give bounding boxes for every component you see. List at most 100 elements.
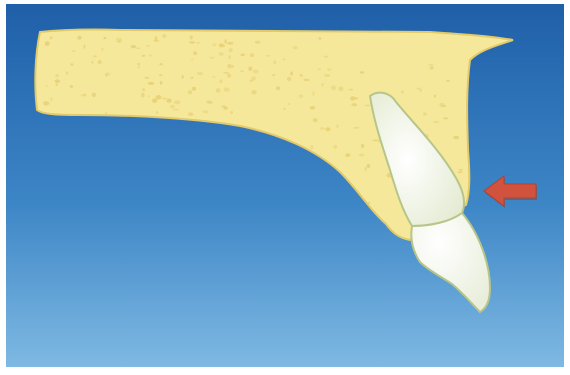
bone-speckle bbox=[227, 42, 233, 45]
bone-speckle bbox=[160, 81, 163, 85]
bone-speckle bbox=[313, 118, 318, 122]
bone-speckle bbox=[105, 112, 107, 116]
bone-speckle bbox=[310, 106, 315, 110]
bone-speckle bbox=[84, 45, 86, 49]
bone-speckle bbox=[145, 77, 150, 79]
bone-speckle bbox=[45, 41, 50, 46]
bone-speckle bbox=[228, 55, 231, 59]
bone-speckle bbox=[359, 154, 365, 157]
bone-speckle bbox=[45, 85, 47, 87]
bone-speckle bbox=[131, 45, 136, 48]
bone-speckle bbox=[322, 83, 324, 86]
bone-speckle bbox=[324, 74, 330, 77]
bone-speckle bbox=[166, 99, 171, 103]
bone-speckle bbox=[331, 86, 336, 91]
bone-speckle bbox=[293, 46, 298, 50]
bone-speckle bbox=[93, 55, 97, 57]
bone-speckle bbox=[219, 52, 224, 56]
bone-speckle bbox=[284, 108, 286, 111]
bone-speckle bbox=[156, 111, 158, 114]
bone-speckle bbox=[324, 56, 329, 58]
bone-speckle bbox=[319, 37, 322, 40]
bone-speckle bbox=[274, 60, 277, 64]
bone-speckle bbox=[203, 110, 209, 113]
bone-speckle bbox=[142, 88, 145, 91]
bone-speckle bbox=[433, 121, 439, 123]
bone-speckle bbox=[446, 80, 450, 82]
bone-speckle bbox=[81, 94, 86, 96]
bone-speckle bbox=[250, 53, 254, 57]
bone-speckle bbox=[300, 74, 303, 77]
bone-speckle bbox=[118, 41, 121, 43]
bone-speckle bbox=[105, 73, 110, 76]
bone-speckle bbox=[251, 76, 255, 81]
bone-speckle bbox=[348, 89, 353, 91]
bone-speckle bbox=[221, 106, 226, 108]
bone-speckle bbox=[72, 50, 75, 52]
bone-speckle bbox=[266, 55, 270, 57]
bone-speckle bbox=[459, 169, 463, 171]
bone-speckle bbox=[188, 90, 192, 94]
bone-speckle bbox=[152, 98, 157, 103]
bone-speckle bbox=[141, 93, 144, 98]
bone-speckle bbox=[240, 54, 245, 57]
bone-speckle bbox=[290, 71, 293, 75]
bone-speckle bbox=[303, 79, 309, 81]
bone-speckle bbox=[70, 63, 73, 66]
bone-speckle bbox=[310, 145, 313, 150]
bone-speckle bbox=[457, 171, 463, 173]
bone-speckle bbox=[434, 94, 436, 97]
bone-speckle bbox=[191, 58, 194, 60]
bone-speckle bbox=[197, 72, 203, 76]
bone-speckle bbox=[360, 71, 365, 74]
bone-speckle bbox=[251, 90, 256, 95]
bone-speckle bbox=[364, 105, 370, 107]
bone-speckle bbox=[227, 74, 231, 78]
bone-speckle bbox=[227, 64, 231, 68]
bone-speckle bbox=[188, 112, 194, 116]
bone-speckle bbox=[283, 58, 286, 60]
bone-speckle bbox=[312, 91, 314, 95]
bone-speckle bbox=[224, 87, 230, 91]
bone-speckle bbox=[428, 64, 434, 66]
bone-speckle bbox=[223, 72, 229, 74]
bone-speckle bbox=[162, 34, 166, 38]
bone-speckle bbox=[156, 95, 162, 100]
bone-speckle bbox=[336, 124, 338, 128]
bone-speckle bbox=[55, 74, 59, 77]
bone-speckle bbox=[173, 109, 179, 111]
bone-speckle bbox=[91, 61, 93, 64]
bone-speckle bbox=[423, 112, 427, 115]
bone-speckle bbox=[138, 66, 140, 68]
bone-speckle bbox=[453, 136, 459, 139]
bone-speckle bbox=[136, 47, 140, 49]
bone-speckle bbox=[149, 54, 152, 56]
bone-speckle bbox=[210, 57, 215, 59]
bone-speckle bbox=[159, 74, 162, 76]
bone-speckle bbox=[354, 127, 360, 129]
bone-speckle bbox=[248, 67, 252, 72]
bone-speckle bbox=[101, 47, 103, 51]
bone-speckle bbox=[364, 167, 366, 171]
bone-speckle bbox=[220, 79, 223, 83]
bone-speckle bbox=[148, 96, 150, 98]
bone-speckle bbox=[98, 60, 102, 64]
bone-speckle bbox=[191, 77, 194, 79]
bone-speckle bbox=[192, 87, 197, 91]
bone-speckle bbox=[103, 37, 106, 39]
bone-speckle bbox=[367, 164, 371, 168]
bone-speckle bbox=[66, 71, 69, 74]
bone-speckle bbox=[55, 84, 58, 86]
bone-speckle bbox=[192, 42, 195, 44]
bone-speckle bbox=[276, 86, 280, 90]
bone-speckle bbox=[272, 74, 275, 76]
bone-speckle bbox=[70, 85, 74, 88]
bone-speckle bbox=[240, 70, 244, 72]
bone-speckle bbox=[288, 103, 290, 105]
bone-speckle bbox=[353, 97, 358, 99]
bone-speckle bbox=[182, 75, 184, 79]
bone-speckle bbox=[333, 145, 337, 149]
bone-speckle bbox=[162, 98, 167, 100]
bone-speckle bbox=[55, 79, 60, 83]
bone-speckle bbox=[367, 202, 370, 204]
